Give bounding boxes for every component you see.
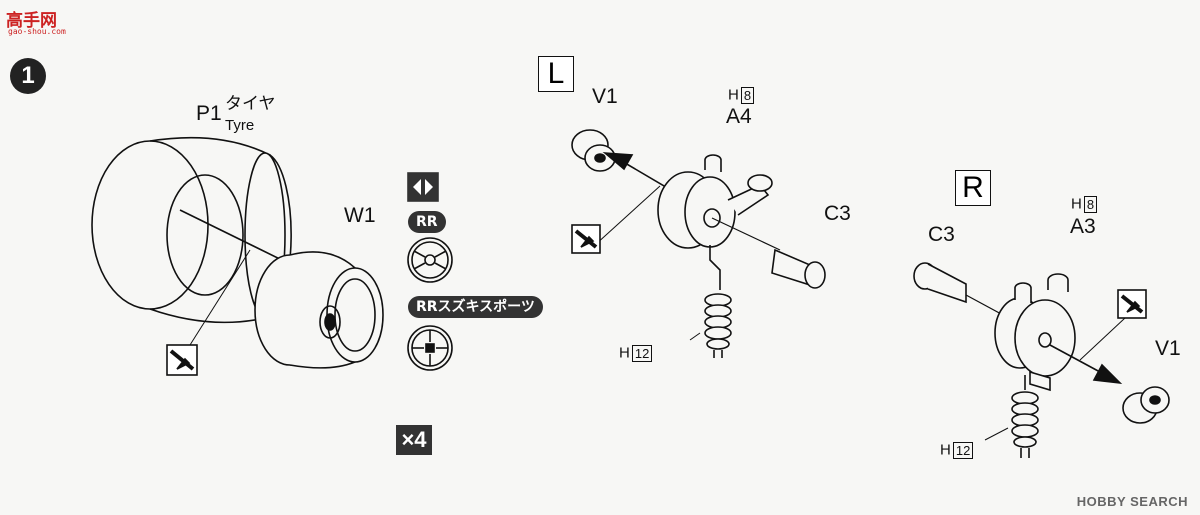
quantity-badge: ×4 (396, 425, 432, 455)
glue-icon (166, 344, 198, 376)
glue-icon (1117, 289, 1147, 319)
left-v1-label: V1 (592, 85, 618, 108)
brand-watermark: HOBBY SEARCH (1076, 494, 1188, 509)
glue-icon (571, 224, 601, 254)
step-badge-icon: 1 (10, 58, 46, 94)
spring (704, 293, 732, 350)
wheel-illustration (254, 251, 384, 369)
direction-arrow-icon (407, 172, 439, 202)
watermark-url: gao-shou.com (8, 27, 66, 36)
rr-option-badge: RR (408, 211, 446, 233)
left-c3-label: C3 (824, 202, 851, 225)
tyre-en-label: Tyre (225, 117, 255, 134)
rr-suzuki-option-badge: RRスズキスポーツ (408, 296, 543, 318)
right-c3-label: C3 (928, 223, 955, 246)
wheel-part-label: W1 (344, 204, 376, 227)
right-a3-label: A3 (1070, 215, 1096, 238)
tyre-jp-label: タイヤ (225, 94, 276, 114)
watermark-site: 高手网 (6, 11, 57, 31)
spring (1011, 391, 1039, 448)
side-marker-right: R (955, 170, 991, 206)
right-assembly (913, 262, 1170, 458)
tyre-part-label: P1 (196, 102, 222, 125)
side-marker-left: L (538, 56, 574, 92)
left-assembly (571, 129, 826, 358)
wheel-hub-icon (407, 325, 453, 371)
wheel-hub-icon (407, 237, 453, 283)
right-v1-label: V1 (1155, 337, 1181, 360)
left-a4-label: A4 (726, 105, 752, 128)
